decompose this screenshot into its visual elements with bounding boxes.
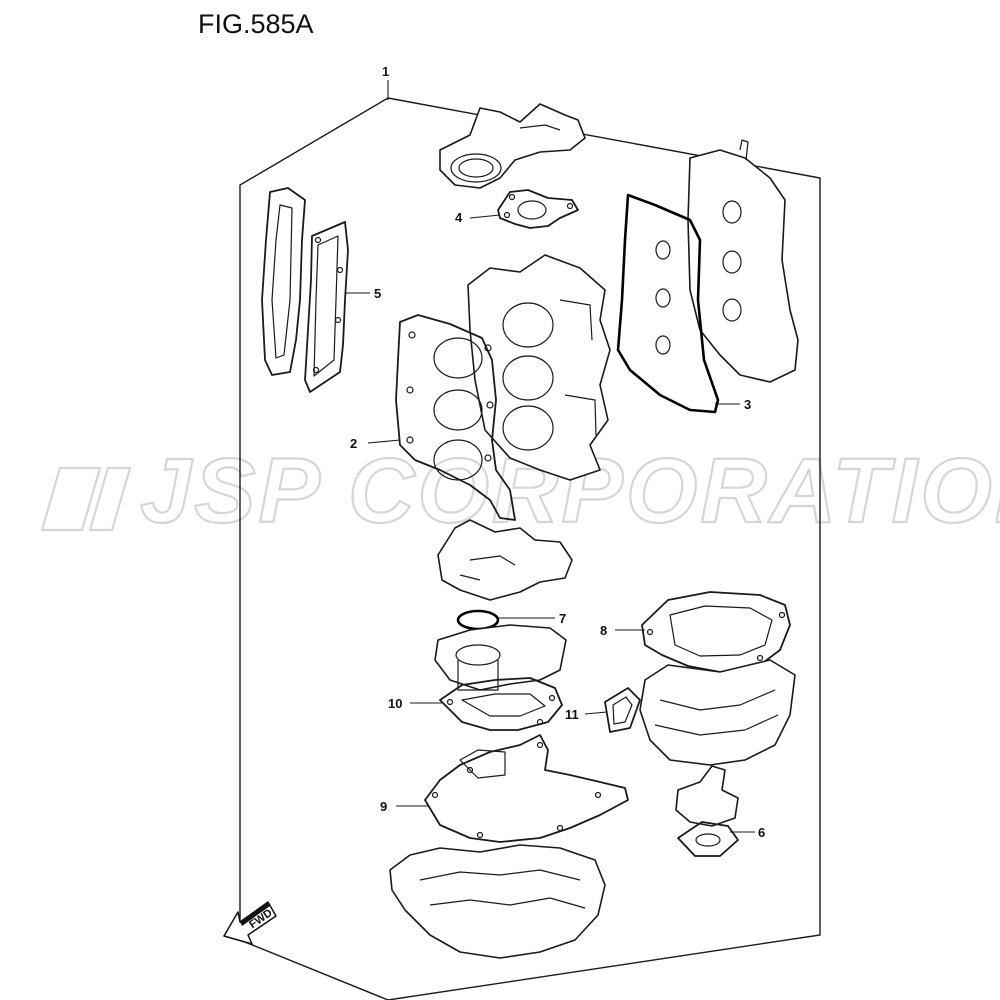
cylinder-head-cover	[687, 139, 799, 383]
part-9-lower-gasket	[424, 734, 629, 843]
kit-frame	[239, 97, 821, 1000]
part-10-adapter-gasket	[439, 677, 563, 731]
part-2-head-gasket	[395, 314, 516, 521]
figure-title: FIG.585A	[198, 9, 314, 39]
callout-7: 7	[559, 611, 566, 626]
callout-9: 9	[380, 799, 387, 814]
part-8-oil-pan-gasket	[641, 591, 791, 673]
callout-6: 6	[758, 825, 765, 840]
callout-8: 8	[600, 623, 607, 638]
leader-lines	[345, 80, 755, 833]
callouts: 1 2 3 4 5 6 7 8 9 10 11	[350, 64, 765, 840]
oil-pan	[639, 659, 796, 766]
watermark: JSP CORPORATION	[40, 439, 1000, 543]
oil-pump-adapter	[434, 624, 567, 691]
thermostat-housing	[675, 765, 739, 827]
callout-1: 1	[382, 64, 389, 79]
part-4-water-pump-gasket	[497, 189, 579, 229]
callout-3: 3	[744, 397, 751, 412]
lower-case	[389, 844, 606, 959]
timing-cover	[439, 103, 586, 189]
part-3-head-cover-gasket	[616, 193, 720, 414]
mid-housing	[437, 519, 573, 601]
part-7-o-ring	[456, 609, 500, 631]
part-5-manifold-gaskets	[261, 187, 349, 393]
part-6-thermostat-gasket	[677, 821, 739, 857]
callout-5: 5	[374, 286, 381, 301]
callout-4: 4	[455, 210, 463, 225]
part-11-small-gasket	[604, 687, 641, 733]
callout-11: 11	[565, 707, 579, 722]
watermark-text: JSP CORPORATION	[140, 440, 1000, 542]
fwd-direction-arrow: FWD	[223, 901, 277, 945]
callout-2: 2	[350, 436, 357, 451]
callout-10: 10	[388, 696, 402, 711]
cylinder-head-block	[467, 254, 611, 481]
